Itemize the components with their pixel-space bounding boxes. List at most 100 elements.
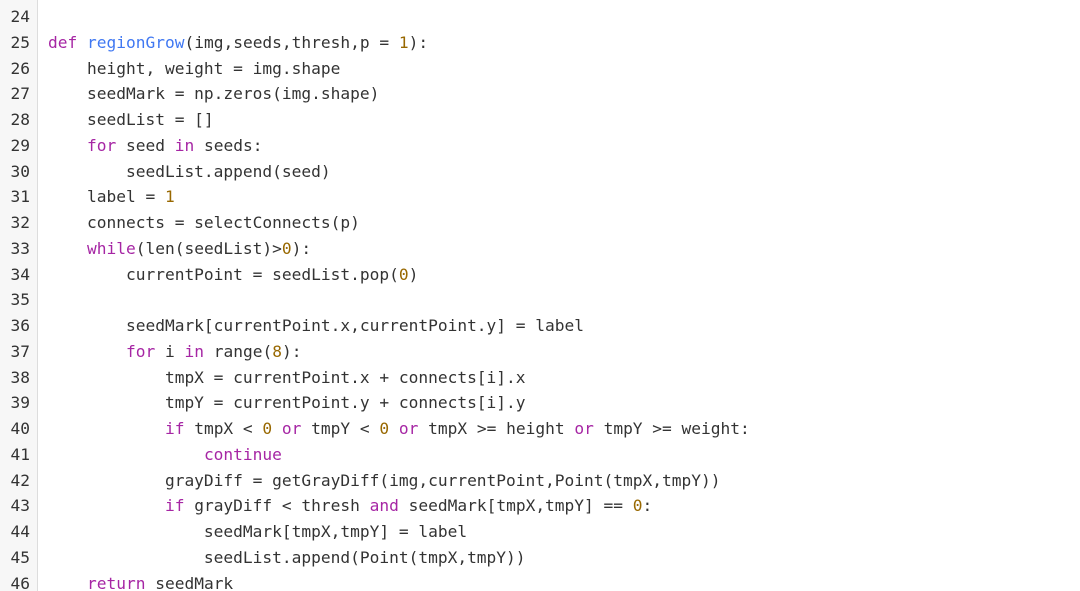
code-token-kw: for (86, 135, 117, 155)
code-lines: 24 25 def regionGrow(img,seeds,thresh,p = … (0, 4, 1080, 591)
line-number: 31 (10, 187, 31, 207)
code-token: seedMark[tmpX,tmpY] = label (48, 522, 468, 541)
line-number: 27 (10, 84, 31, 104)
code-text: return seedMark (48, 571, 233, 591)
code-token: range( (203, 341, 273, 361)
code-text: seedList.append(seed) (48, 159, 331, 185)
code-token-kw: return (86, 573, 146, 591)
code-token-num: 0 (281, 238, 292, 258)
code-token: seedMark[tmpX,tmpY] == (398, 496, 633, 516)
code-token: height, weight = img.shape (48, 58, 341, 78)
code-line[interactable]: 25 def regionGrow(img,seeds,thresh,p = 1)… (0, 30, 1080, 56)
code-token-kw: in (174, 135, 195, 155)
code-text: def regionGrow(img,seeds,thresh,p = 1): (48, 30, 428, 56)
code-token (272, 419, 282, 438)
code-text: seedMark = np.zeros(img.shape) (48, 81, 379, 107)
line-number: 25 (10, 32, 31, 52)
line-number: 39 (10, 393, 31, 413)
code-token: i (155, 341, 185, 361)
code-token (48, 239, 87, 258)
code-text: tmpY = currentPoint.y + connects[i].y (48, 390, 526, 416)
line-number: 46 (10, 573, 31, 591)
code-line[interactable]: 41 continue (0, 442, 1080, 468)
code-line[interactable]: 27 seedMark = np.zeros(img.shape) (0, 81, 1080, 107)
code-token: seed (116, 135, 175, 155)
code-token-kw: or (281, 419, 302, 438)
code-line[interactable]: 33 while(len(seedList)>0): (0, 236, 1080, 262)
line-number: 37 (10, 341, 31, 361)
code-token-num: 0 (632, 496, 643, 516)
code-token: seedList.append(seed) (48, 161, 331, 181)
code-text: seedList.append(Point(tmpX,tmpY)) (48, 545, 526, 571)
code-line[interactable]: 30 seedList.append(seed) (0, 159, 1080, 185)
code-line[interactable]: 45 seedList.append(Point(tmpX,tmpY)) (0, 545, 1080, 571)
line-number: 30 (10, 161, 31, 181)
code-line[interactable]: 32 connects = selectConnects(p) (0, 210, 1080, 236)
code-text: height, weight = img.shape (48, 56, 340, 82)
code-line[interactable]: 44 seedMark[tmpX,tmpY] = label (0, 519, 1080, 545)
code-text: if tmpX < 0 or tmpY < 0 or tmpX >= heigh… (48, 416, 750, 442)
code-token-num: 1 (398, 32, 409, 52)
code-token: seedMark[currentPoint.x,currentPoint.y] … (48, 316, 585, 335)
code-token: (img,seeds,thresh,p = (184, 32, 399, 52)
code-text: label = 1 (48, 184, 175, 210)
code-token (48, 136, 87, 155)
code-text: connects = selectConnects(p) (48, 210, 360, 236)
code-line[interactable]: 31 label = 1 (0, 184, 1080, 210)
code-line[interactable]: 36 seedMark[currentPoint.x,currentPoint.… (0, 313, 1080, 339)
code-token-kw: or (574, 419, 594, 438)
code-token-kw: if (164, 419, 185, 438)
code-text: tmpX = currentPoint.x + connects[i].x (48, 365, 526, 391)
code-token: tmpX < (184, 419, 263, 438)
code-token-num: 0 (262, 419, 273, 438)
code-token (389, 419, 399, 438)
code-token: : (642, 496, 653, 516)
line-number: 24 (10, 7, 31, 26)
code-text: if grayDiff < thresh and seedMark[tmpX,t… (48, 493, 652, 519)
code-token-num: 0 (398, 264, 409, 284)
code-text: seedMark[currentPoint.x,currentPoint.y] … (48, 313, 584, 339)
code-line[interactable]: 35 (0, 287, 1080, 313)
code-token: label = (48, 187, 165, 207)
code-line[interactable]: 43 if grayDiff < thresh and seedMark[tmp… (0, 493, 1080, 519)
code-token (48, 342, 126, 361)
line-number-gutter (0, 0, 38, 591)
code-token: grayDiff = getGrayDiff(img,currentPoint,… (48, 470, 721, 490)
code-line[interactable]: 39 tmpY = currentPoint.y + connects[i].y (0, 390, 1080, 416)
code-line[interactable]: 29 for seed in seeds: (0, 133, 1080, 159)
code-line[interactable]: 28 seedList = [] (0, 107, 1080, 133)
line-number: 44 (10, 522, 31, 541)
code-token: tmpY = currentPoint.y + connects[i].y (48, 393, 526, 413)
code-line[interactable]: 38 tmpX = currentPoint.x + connects[i].x (0, 365, 1080, 391)
code-token (48, 445, 204, 464)
code-text: currentPoint = seedList.pop(0) (48, 262, 418, 288)
code-token-num: 1 (164, 187, 175, 207)
code-line[interactable]: 26 height, weight = img.shape (0, 56, 1080, 82)
code-line[interactable]: 46 return seedMark (0, 571, 1080, 591)
code-line[interactable]: 34 currentPoint = seedList.pop(0) (0, 262, 1080, 288)
line-number: 41 (10, 444, 31, 464)
code-token: seedMark = np.zeros(img.shape) (48, 84, 380, 104)
code-token-num: 0 (379, 419, 390, 438)
code-token: tmpX >= height (418, 419, 575, 438)
code-token: ): (281, 341, 302, 361)
line-number: 42 (10, 470, 31, 490)
code-token-kw: for (125, 341, 156, 361)
code-line[interactable]: 42 grayDiff = getGrayDiff(img,currentPoi… (0, 468, 1080, 494)
code-line[interactable]: 24 (0, 4, 1080, 30)
code-token: ) (408, 264, 419, 284)
code-token-kw: continue (203, 444, 282, 464)
line-number: 38 (10, 367, 31, 387)
code-token: seedMark (145, 573, 234, 591)
code-token: tmpY >= weight: (593, 419, 750, 438)
code-token-kw: or (398, 419, 419, 438)
line-number: 26 (10, 58, 31, 78)
code-line[interactable]: 37 for i in range(8): (0, 339, 1080, 365)
code-token: connects = selectConnects(p) (48, 213, 360, 232)
code-token-kw: if (164, 496, 185, 516)
code-token: ): (408, 32, 429, 52)
code-text: continue (48, 442, 282, 468)
code-token: seedList = [] (48, 110, 214, 129)
code-line[interactable]: 40 if tmpX < 0 or tmpY < 0 or tmpX >= he… (0, 416, 1080, 442)
